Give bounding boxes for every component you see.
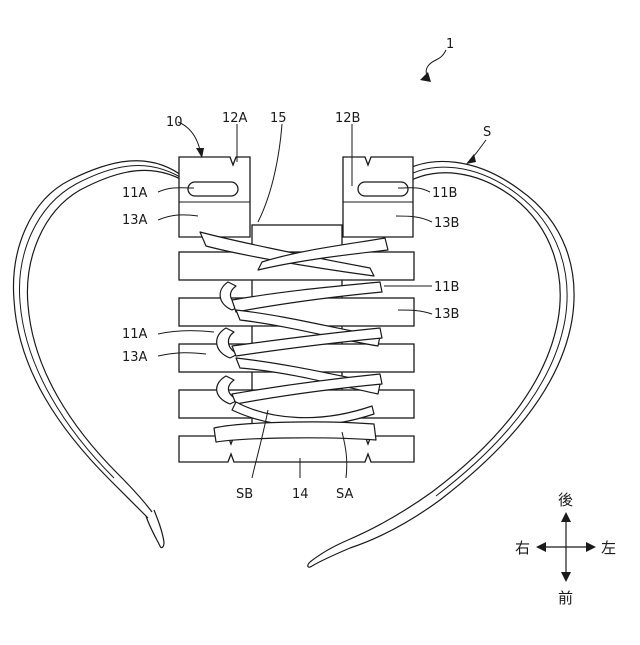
direction-compass: 後 前 右 左: [515, 491, 616, 607]
label-hole-a-top: 11A: [122, 186, 148, 201]
left-top-tab: [179, 157, 250, 237]
label-lace: S: [483, 125, 491, 140]
compass-left: 左: [601, 539, 616, 557]
label-lace-a: SA: [336, 487, 353, 502]
label-hole-a-mid: 11A: [122, 327, 148, 342]
arrow-right-icon: [586, 542, 596, 552]
base-plate-14: [179, 436, 414, 462]
label-hook-b-top: 13B: [434, 216, 459, 231]
label-hook-b-mid: 13B: [434, 307, 459, 322]
label-figure-number: 1: [446, 37, 454, 52]
lace-hole-11b-top: [358, 182, 408, 196]
arrow-left-icon: [536, 542, 546, 552]
label-hook-a-top: 13A: [122, 213, 148, 228]
arrow-down-icon: [561, 572, 571, 582]
label-hole-b-mid: 11B: [434, 280, 459, 295]
compass-right: 右: [515, 539, 530, 557]
label-slit-a: 12A: [222, 111, 248, 126]
arrow-up-icon: [561, 512, 571, 522]
label-slit-b: 12B: [335, 111, 360, 126]
lace-hole-11a-top: [188, 182, 238, 196]
right-top-tab: [343, 157, 413, 237]
label-lace-b: SB: [236, 487, 253, 502]
compass-front: 前: [558, 589, 573, 607]
compass-back: 後: [558, 491, 573, 509]
label-base: 14: [292, 487, 309, 502]
label-hook-a-mid: 13A: [122, 350, 148, 365]
label-device: 10: [166, 115, 183, 130]
label-strip: 15: [270, 111, 287, 126]
label-hole-b-top: 11B: [432, 186, 457, 201]
